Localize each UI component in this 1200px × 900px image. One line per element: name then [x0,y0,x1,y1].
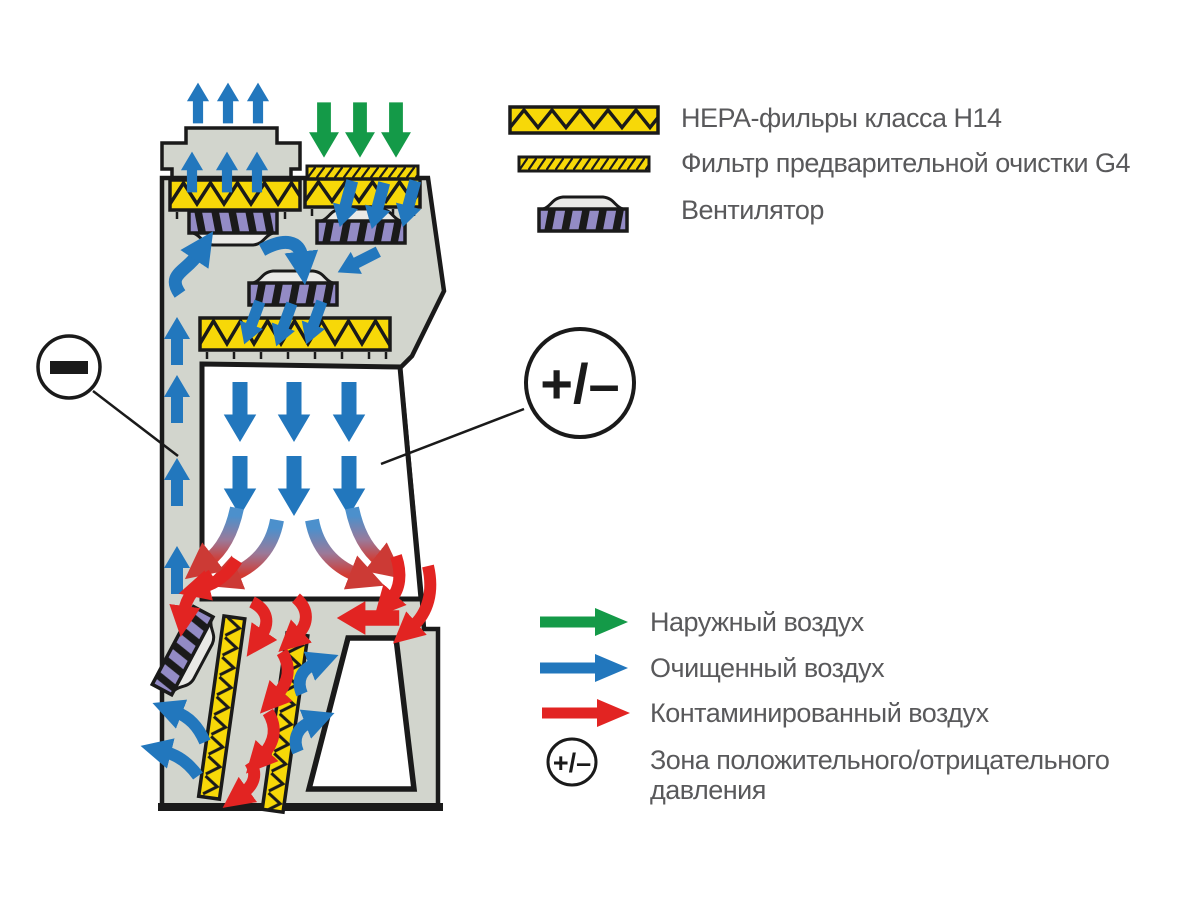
hepa-filter-icon [508,105,660,135]
legend-contaminated-air-label: Контаминированный воздух [650,698,989,728]
negative-pressure-badge [36,334,102,400]
dual-pressure-leader-line [380,407,525,466]
dual-pressure-badge: +/– [524,327,636,439]
legend-fan-label: Вентилятор [681,195,824,225]
clean-air-lower-curls [140,651,339,780]
legend-pressure-zone-label: Зона положительного/отрицательного давле… [650,745,1110,805]
minus-icon [50,361,88,374]
legend-clean-air-label: Очищенный воздух [650,653,885,683]
airflow-transition-arrows [184,506,405,590]
legend-hepa-label: HEPA-фильры класса H14 [681,103,1002,133]
exhaust-hepa-filter-tilted-left [196,614,247,802]
contaminated-air-arrows [169,554,437,808]
downflow-hepa-filter [198,316,392,359]
clean-air-curved-arrows [168,231,319,298]
legend-outside-air-label: Наружный воздух [650,607,864,637]
outside-air-arrows [309,102,411,158]
clean-air-arrow-icon [540,654,628,682]
contaminated-air-arrow-icon [542,699,630,727]
exhaust-fan-icon [187,209,279,247]
dual-pressure-symbol: +/– [540,352,619,415]
outside-air-arrow-icon [540,608,628,636]
supply-hepa-filter [303,177,422,216]
svg-text:+/–: +/– [553,748,591,778]
exhaust-hepa-filter [168,178,302,219]
legend-prefilter-label: Фильтр предварительной очистки G4 [681,148,1131,178]
supply-pre-filter [305,164,420,181]
pressure-zone-icon: +/– [546,737,598,787]
fan-icon [537,195,629,233]
negative-pressure-leader-line [92,390,179,457]
pre-filter-icon [517,155,651,173]
downflow-fan-icon [247,269,339,307]
supply-fan-icon [315,207,407,245]
